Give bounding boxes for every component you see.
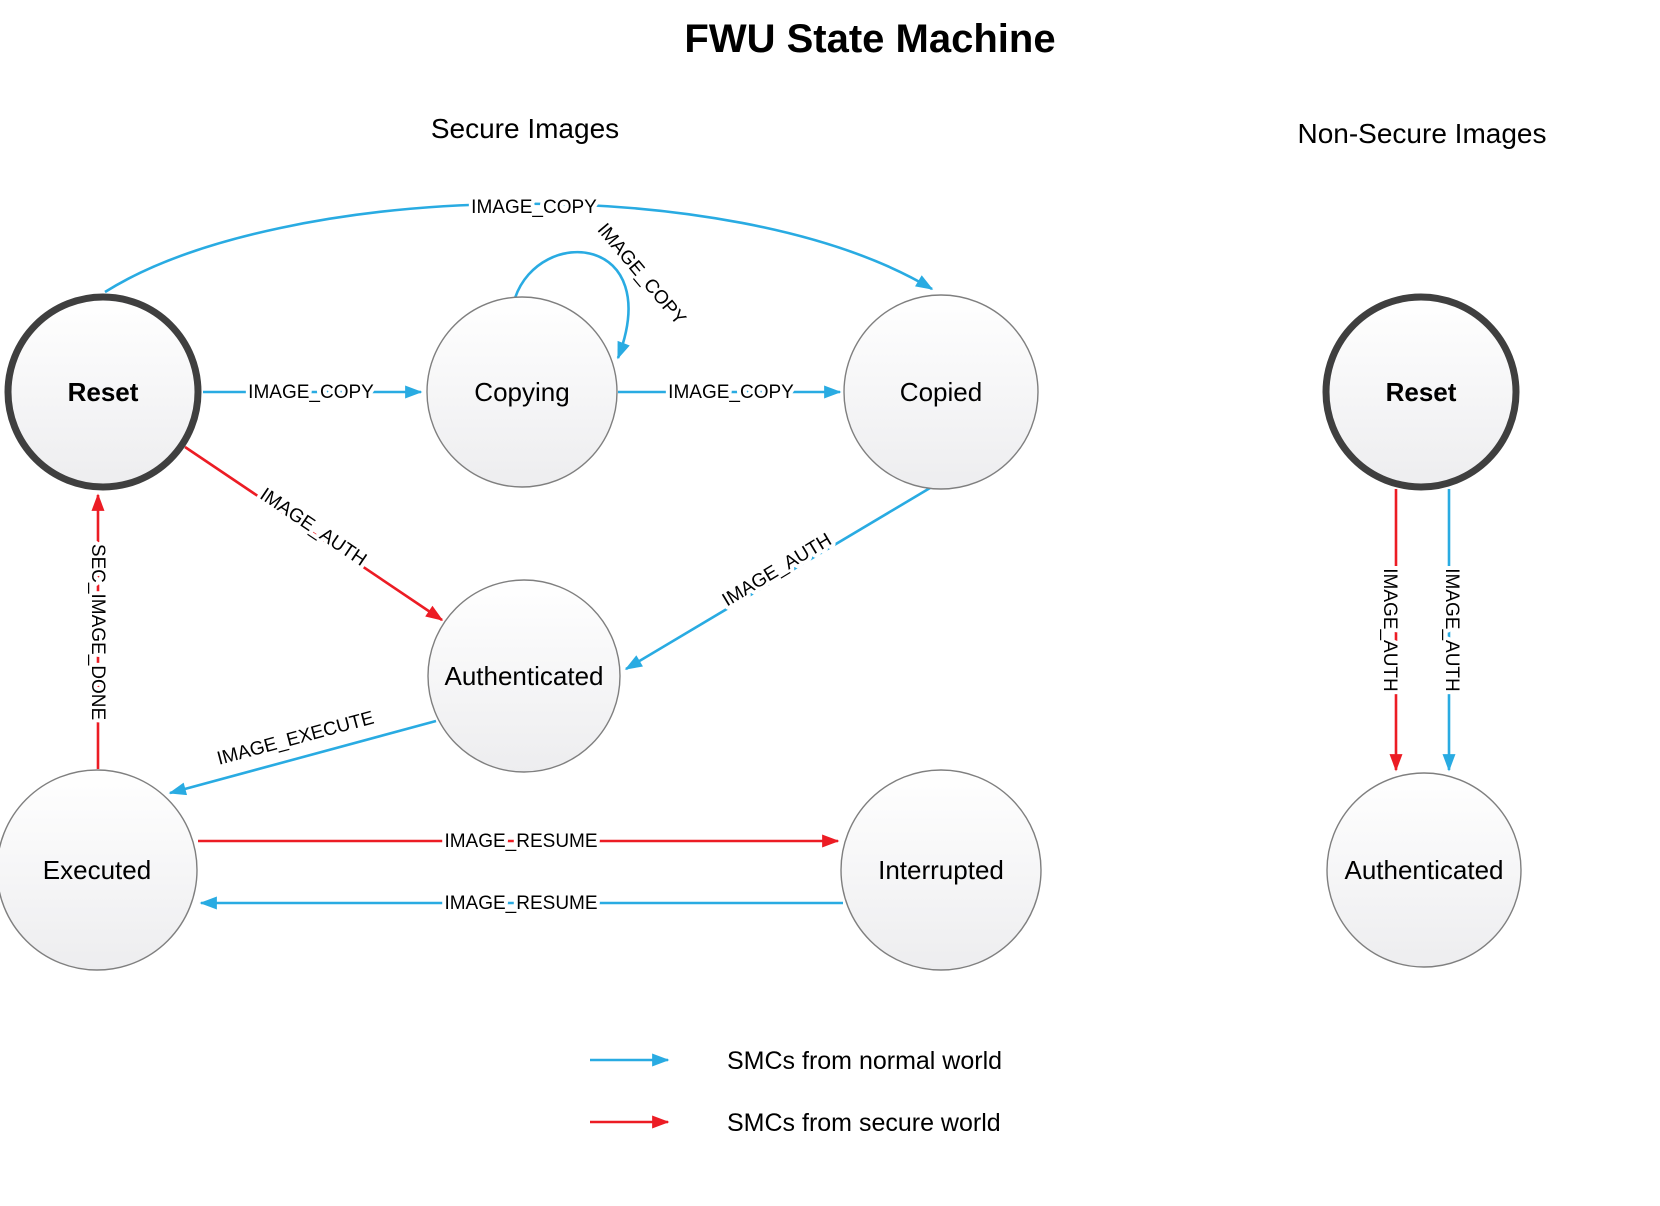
state-authenticated: Authenticated (427, 579, 621, 773)
edge-label-ns-auth-normal: IMAGE_AUTH (1441, 568, 1462, 692)
state-circle (843, 294, 1039, 490)
edge-copied-to-authenticated (624, 486, 931, 671)
state-circle (0, 769, 198, 971)
page-title: FWU State Machine (684, 17, 1055, 61)
edge-label-copying-self: IMAGE_COPY (593, 220, 690, 330)
section-label-non-secure: Non-Secure Images (1297, 118, 1546, 149)
edge-label-reset-to-copying: IMAGE_COPY (248, 382, 374, 403)
state-label: Authenticated (1344, 855, 1503, 885)
state-circle (1326, 772, 1522, 968)
state-reset-secure: Reset (4, 293, 202, 491)
section-label-secure: Secure Images (431, 113, 619, 144)
legend-label-secure-world: SMCs from secure world (727, 1109, 1001, 1137)
edge-label-copying-to-copied: IMAGE_COPY (668, 382, 794, 403)
edge-label-interrupted-to-executed: IMAGE_RESUME (444, 893, 597, 914)
state-interrupted: Interrupted (840, 769, 1042, 971)
state-circle (426, 296, 618, 488)
edge-reset-to-copied-arc (104, 202, 934, 294)
edges-non-secure: IMAGE_AUTH IMAGE_AUTH (1375, 489, 1466, 772)
state-label: Copying (474, 377, 569, 407)
edge-label-authenticated-to-executed: IMAGE_EXECUTE (215, 708, 376, 770)
edge-copying-self-loop (513, 250, 630, 360)
legend-label-normal-world: SMCs from normal world (727, 1047, 1002, 1075)
edge-label-ns-auth-secure: IMAGE_AUTH (1379, 568, 1400, 692)
state-executed: Executed (0, 769, 198, 971)
state-label: Copied (900, 377, 982, 407)
edge-authenticated-to-executed (168, 719, 437, 796)
edge-label-reset-to-authenticated: IMAGE_AUTH (256, 484, 370, 570)
edge-label-executed-to-reset: SEC_IMAGE_DONE (87, 544, 108, 720)
state-circle (1322, 293, 1520, 491)
state-copying: Copying (426, 296, 618, 488)
state-label: Reset (68, 377, 139, 407)
state-label: Authenticated (444, 661, 603, 691)
legend: SMCs from normal world SMCs from secure … (590, 1047, 1002, 1137)
state-label: Reset (1386, 377, 1457, 407)
state-circle (840, 769, 1042, 971)
state-reset-non-secure: Reset (1322, 293, 1520, 491)
edge-label-copied-to-authenticated: IMAGE_AUTH (719, 529, 836, 611)
state-copied: Copied (843, 294, 1039, 490)
state-circle (4, 293, 202, 491)
state-label: Interrupted (878, 855, 1004, 885)
edge-label-executed-to-interrupted: IMAGE_RESUME (444, 831, 597, 852)
edge-reset-to-authenticated (184, 445, 444, 622)
state-authenticated-non-secure: Authenticated (1326, 772, 1522, 968)
edge-label-reset-to-copied: IMAGE_COPY (471, 197, 597, 218)
state-label: Executed (43, 855, 151, 885)
state-circle (427, 579, 621, 773)
